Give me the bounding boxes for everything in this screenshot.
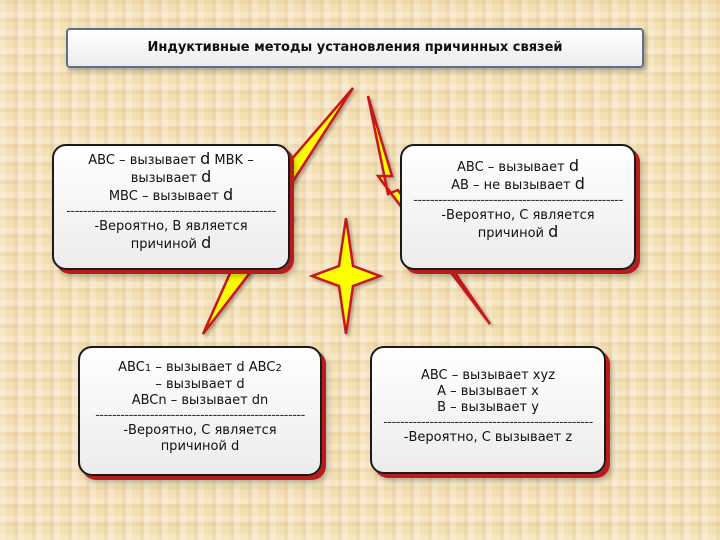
box4-line2: A – вызывает x [437,384,539,399]
box1-divider: ----------------------------------------… [66,205,276,219]
box1-line2: вызывает d [130,167,212,187]
box3-line2: – вызывает d [155,377,245,392]
box4-line1: ABC – вызывает xyz [420,368,556,383]
box3-line1: ABC1 – вызывает d ABC2 [118,360,282,375]
lightning-arrow-right [366,95,492,325]
box3-divider: ----------------------------------------… [95,409,305,423]
box2-line2: AB – не вызывает d [451,174,585,194]
box2-line1: ABC – вызывает d [456,156,579,176]
box2-conclusion: -Вероятно, C является [441,208,595,223]
method-box-similarity: ABC – вызывает d MBK – вызывает d MBC – … [52,144,290,270]
box4-line3: B – вызывает y [437,400,539,415]
box1-line3: MBC – вызывает d [108,185,234,205]
box2-conclusion-2: причиной d [477,222,559,242]
box1-conclusion: -Вероятно, B является [94,219,248,234]
star-icon [308,217,384,335]
page-title: Индуктивные методы установления причинны… [66,28,644,68]
box2-divider: ----------------------------------------… [413,194,623,208]
box4-conclusion: -Вероятно, C вызывает z [403,430,573,445]
method-box-residues: ABC – вызывает xyz A – вызывает x B – вы… [370,346,606,474]
method-box-difference: ABC – вызывает d AB – не вызывает d ----… [400,144,636,270]
box3-conclusion: -Вероятно, C является [123,423,277,438]
box4-divider: ----------------------------------------… [383,416,593,430]
box1-conclusion-2: причиной d [130,233,212,253]
box1-line1: ABC – вызывает d MBK – [88,149,254,169]
box3-line3: ABCn – вызывает dn [131,393,269,408]
method-box-concomitant-variation: ABC1 – вызывает d ABC2 – вызывает d ABCn… [78,346,322,476]
box3-conclusion-2: причиной d [160,439,240,454]
